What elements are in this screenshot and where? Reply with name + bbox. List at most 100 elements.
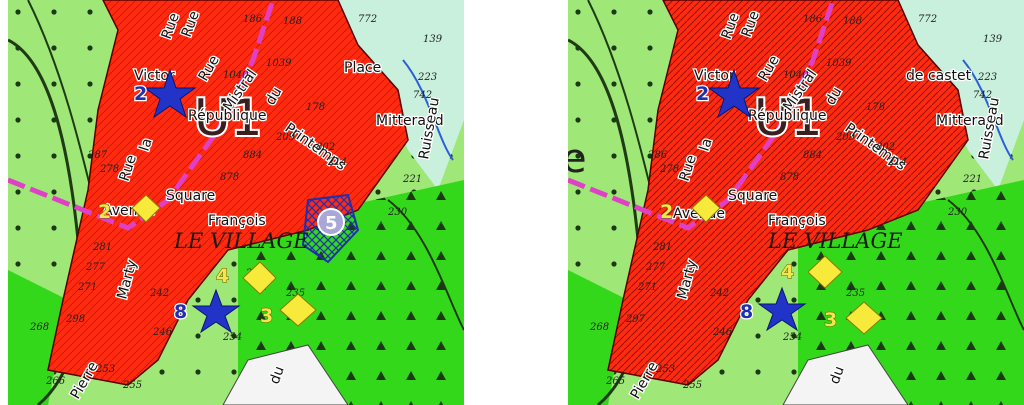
parcel-number: 255: [682, 380, 702, 391]
street-label: de castet: [906, 68, 972, 84]
stream-line: [402, 59, 454, 161]
street-label: République: [188, 108, 267, 124]
parcel-number: 223: [977, 72, 997, 83]
street-label: Square: [728, 188, 777, 204]
panel-fade-edge: [464, 0, 488, 405]
marker-5-label: 5: [325, 213, 338, 234]
parcel-number: 878: [220, 172, 239, 183]
parcel-number: 742: [973, 90, 992, 101]
marker-2-diamond-label: 2: [660, 201, 673, 223]
parcel-number: 223: [417, 72, 437, 83]
street-label: Place: [344, 60, 381, 76]
parcel-number: 884: [803, 150, 822, 161]
parcel-number: 772: [358, 14, 377, 25]
parcel-number: 878: [780, 172, 799, 183]
clipped-text: e: [568, 136, 587, 182]
building-hatching: [48, 0, 408, 385]
parcel-number: 209: [835, 132, 856, 143]
marker-diamond-2: [691, 194, 721, 223]
parcel-number: 286: [647, 150, 668, 161]
map-panel-left: 5 U1 LE VILLAGE Rue Rue Rue Mistral du P…: [8, 0, 488, 405]
parcel-number: 772: [918, 14, 937, 25]
map-right-svg: e U1 LE VILLAGE Rue Rue Rue Mistral du P…: [568, 0, 1024, 405]
marker-diamond-4: [242, 261, 277, 295]
parcel-number: 139: [983, 34, 1003, 45]
marker-2-star-label: 2: [134, 83, 147, 105]
marker-4-label: 4: [781, 261, 794, 283]
parcel-number: 253: [655, 364, 675, 375]
parcel-number: 214: [327, 157, 347, 168]
building-hatching: [608, 0, 968, 385]
street-label: République: [748, 108, 827, 124]
marker-2-star-label: 2: [696, 83, 709, 105]
parcel-number: 271: [637, 282, 657, 293]
contour-line: [947, 199, 1024, 331]
parcel-number: 255: [122, 380, 142, 391]
parcel-number: 139: [423, 34, 443, 45]
map-panel-right: e U1 LE VILLAGE Rue Rue Rue Mistral du P…: [568, 0, 1024, 405]
parcel-number: 235: [285, 288, 305, 299]
parcel-number: 178: [866, 102, 885, 113]
parcel-number: 214: [887, 157, 907, 168]
parcel-number: 1039: [266, 58, 292, 69]
parcel-number: 281: [92, 242, 112, 253]
parcel-number: 268: [29, 322, 49, 333]
marker-star-2: [707, 68, 761, 119]
marker-star-8: [757, 286, 807, 332]
parcel-number: 266: [45, 376, 66, 387]
marker-8-label: 8: [740, 301, 753, 323]
marker-diamond-2: [131, 194, 161, 223]
parcel-number: 186: [243, 14, 263, 25]
map-left-svg: 5 U1 LE VILLAGE Rue Rue Rue Mistral du P…: [8, 0, 464, 405]
marker-3-label: 3: [260, 305, 273, 327]
parcel-number: 278: [99, 164, 119, 175]
marker-diamond-4: [807, 255, 843, 289]
parcel-number: 221: [962, 174, 982, 185]
contour-line: [387, 199, 464, 331]
village-label: LE VILLAGE: [173, 229, 309, 253]
parcel-number: 230: [947, 207, 968, 218]
parcel-number: 178: [306, 102, 325, 113]
parcel-number: 884: [243, 150, 262, 161]
zone-5-circle: [317, 208, 345, 236]
parcel-number: 298: [65, 314, 85, 325]
street-label: du: [827, 364, 848, 386]
road-area: [222, 344, 349, 405]
parcel-number: 209: [275, 132, 296, 143]
parcel-number: 277: [645, 262, 666, 273]
parcel-number: 221: [402, 174, 422, 185]
marker-diamond-3: [279, 293, 317, 327]
parcel-number: 802: [876, 142, 895, 153]
parcel-number: 1040: [783, 70, 809, 81]
parcel-number: 271: [77, 282, 97, 293]
parcel-number: 246: [712, 327, 733, 338]
marker-diamond-3: [845, 301, 883, 335]
parcel-number: 188: [283, 16, 302, 27]
marker-2-diamond-label: 2: [98, 201, 111, 223]
parcel-number: 268: [589, 322, 609, 333]
parcel-number: 1040: [223, 70, 249, 81]
street-label: Square: [166, 188, 215, 204]
parcel-number: 265: [605, 376, 625, 387]
parcel-number: 230: [387, 207, 408, 218]
stream-line: [962, 59, 1014, 161]
parcel-number: 281: [652, 242, 672, 253]
marker-4-label: 4: [216, 265, 229, 287]
parcel-number: 188: [843, 16, 862, 27]
parcel-number: 242: [709, 288, 729, 299]
street-label: Victor: [694, 68, 735, 84]
parcel-number: 254: [782, 332, 802, 343]
parcel-number: 287: [87, 150, 108, 161]
marker-star-8: [191, 288, 241, 334]
parcel-number: 297: [625, 314, 646, 325]
marker-star-2: [143, 68, 197, 119]
street-label: François: [208, 213, 266, 229]
parcel-number: 186: [803, 14, 823, 25]
village-label: LE VILLAGE: [767, 229, 903, 253]
parcel-number: 242: [149, 288, 169, 299]
parcel-number: 235: [845, 288, 865, 299]
parcel-number: 277: [85, 262, 106, 273]
street-label: Mitterand: [936, 113, 1004, 129]
street-label: François: [768, 213, 826, 229]
route-line: [568, 0, 836, 231]
